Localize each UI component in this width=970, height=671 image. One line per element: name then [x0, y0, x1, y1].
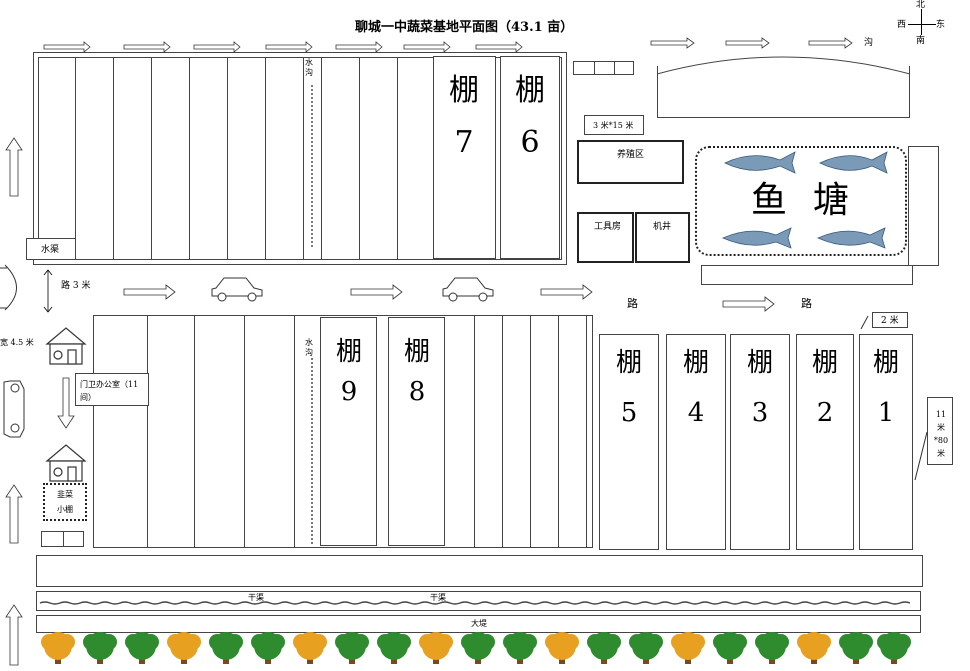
- size-3x15-label: 3 米*15 米: [593, 121, 634, 130]
- shed-4-label: 棚: [682, 348, 709, 378]
- small-box-1: [573, 61, 634, 75]
- embankment-label: 大堤: [471, 619, 487, 628]
- tool-room-label: 工具房: [594, 222, 622, 232]
- shed-1-label: 棚: [872, 348, 899, 378]
- road-3m-label: 路 3 米: [61, 281, 91, 291]
- channel-top-right-label: 沟: [864, 38, 874, 48]
- gate-office-label: 门卫办公室（11 间）: [80, 380, 139, 402]
- bottom-strip-1: [36, 555, 923, 587]
- ditch-upper-label: 水沟: [305, 58, 313, 77]
- fish-pond: 鱼 塘: [695, 146, 907, 256]
- gate-office: 门卫办公室（11 间）: [75, 373, 149, 406]
- compass: 北 西 东 南: [896, 0, 956, 50]
- shed-1-number: 1: [877, 398, 895, 428]
- chives-box: 韭菜 小棚: [43, 483, 87, 521]
- size-3x15-box: 3 米*15 米: [584, 115, 644, 135]
- size-11x80-label: 11 米 *80 米: [933, 410, 949, 458]
- fish-pond-label-1: 鱼: [751, 180, 788, 221]
- compass-west: 西: [897, 20, 907, 30]
- shed-7: 棚 7: [433, 56, 496, 259]
- main-channel-label-2: 干渠: [430, 593, 446, 602]
- main-channel-label-1: 干渠: [248, 593, 264, 602]
- shed-5-label: 棚: [615, 348, 642, 378]
- shed-2-label: 棚: [811, 348, 838, 378]
- compass-east: 东: [936, 20, 946, 30]
- shed-6-label: 棚: [515, 73, 545, 108]
- breeding-area-label: 养殖区: [617, 150, 645, 160]
- shed-9-number: 9: [340, 377, 358, 407]
- size-2m-label: 2 米: [881, 316, 899, 326]
- shed-2: 棚 2: [796, 334, 854, 550]
- shed-5-number: 5: [620, 398, 638, 428]
- shed-9: 棚 9: [320, 317, 377, 546]
- shed-5: 棚 5: [599, 334, 659, 550]
- width-45-label: 宽 4.5 米: [0, 338, 34, 347]
- road-left-label: 路: [627, 297, 638, 310]
- small-shed-label: 小棚: [57, 505, 73, 514]
- shed-7-label: 棚: [449, 73, 479, 108]
- shed-7-number: 7: [454, 125, 474, 160]
- shed-8-number: 8: [408, 377, 426, 407]
- size-2m-box: 2 米: [872, 312, 908, 328]
- shed-8: 棚 8: [388, 317, 445, 546]
- compass-vline-icon: [921, 9, 922, 35]
- main-channel: 干渠 干渠: [36, 591, 921, 611]
- shed-4: 棚 4: [666, 334, 726, 550]
- shed-3-number: 3: [751, 398, 769, 428]
- breeding-area: 养殖区: [577, 140, 684, 184]
- shed-3-label: 棚: [746, 348, 773, 378]
- small-box-2: [41, 531, 84, 547]
- water-channel-label: 水渠: [41, 245, 60, 255]
- pond-bottom-strip: [701, 265, 913, 285]
- shed-3: 棚 3: [730, 334, 790, 550]
- compass-north: 北: [916, 0, 926, 10]
- water-channel-box: 水渠: [26, 238, 76, 260]
- compass-hline-icon: [908, 24, 936, 25]
- fish-pond-label-2: 塘: [813, 180, 850, 221]
- machine-well-label: 机井: [653, 222, 672, 232]
- machine-well: 机井: [635, 212, 690, 263]
- compass-south: 南: [916, 36, 926, 46]
- shed-2-number: 2: [816, 398, 834, 428]
- shed-4-number: 4: [687, 398, 705, 428]
- shed-9-label: 棚: [335, 337, 362, 367]
- road-right-label: 路: [801, 297, 812, 310]
- size-11x80-box: 11 米 *80 米: [927, 397, 953, 465]
- shed-8-label: 棚: [403, 337, 430, 367]
- page-title: 聊城一中蔬菜基地平面图（43.1 亩）: [355, 20, 574, 35]
- chives-label: 韭菜: [57, 490, 73, 499]
- shed-1: 棚 1: [859, 334, 913, 550]
- ditch-lower-label: 水沟: [305, 338, 313, 357]
- shed-6-number: 6: [520, 125, 540, 160]
- pond-side-strip: [908, 146, 939, 266]
- greenhouse-top: [657, 66, 910, 118]
- tool-room: 工具房: [577, 212, 634, 263]
- shed-6: 棚 6: [500, 56, 560, 259]
